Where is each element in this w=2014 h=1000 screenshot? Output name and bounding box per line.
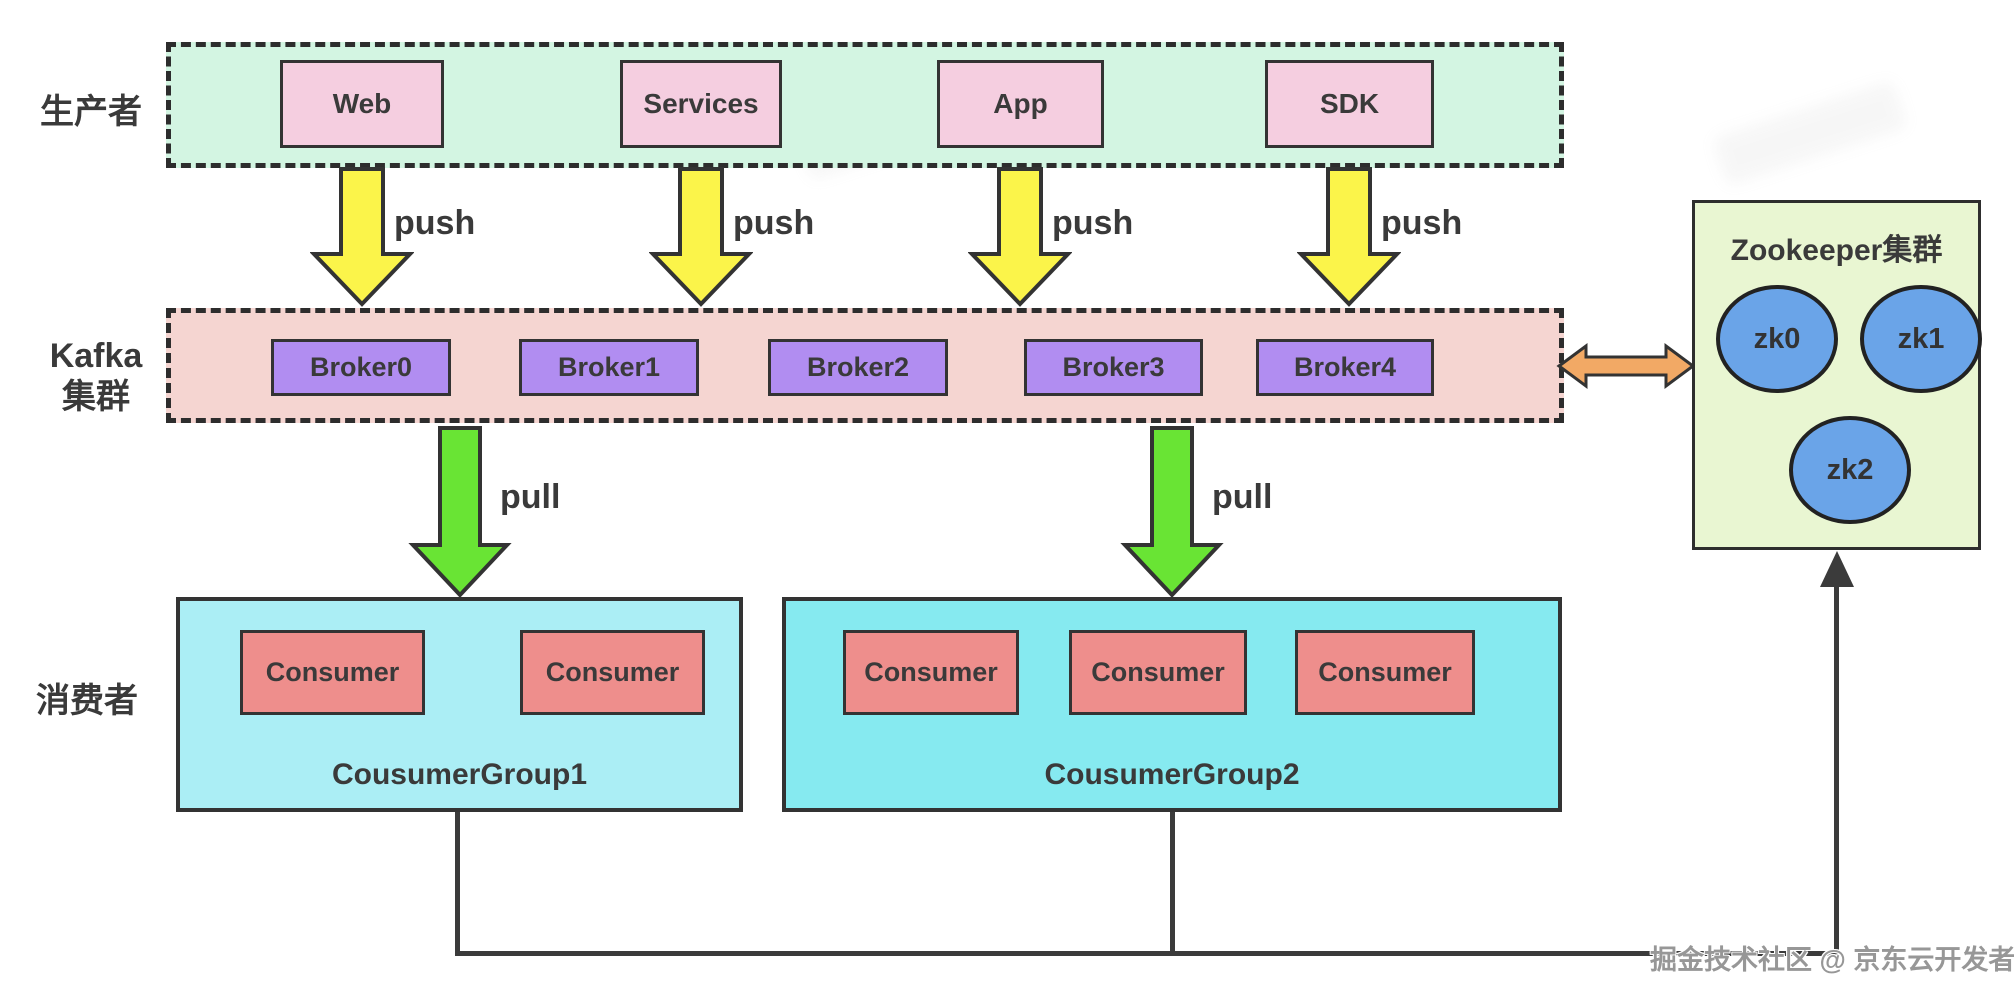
group1-connector-line: [455, 812, 460, 954]
push-label: push: [1052, 204, 1134, 242]
zookeeper-cluster-title: Zookeeper集群: [1730, 234, 1943, 267]
site-watermark: 掘金技术社区 @ 京东云开发者: [1650, 945, 2014, 975]
producer-node-app: App: [937, 60, 1104, 148]
consumers-row-label: 消费者: [36, 682, 138, 720]
consumer-group-2-label: CousumerGroup2: [1044, 758, 1300, 791]
push-label: push: [394, 204, 476, 242]
up-arrowhead-icon: [1820, 551, 1854, 587]
zookeeper-cluster-container: Zookeeper集群 zk0 zk1 zk2: [1692, 200, 1982, 550]
push-arrow-icon: [1297, 167, 1401, 307]
broker-node-1: Broker1: [519, 339, 699, 396]
consumer-node: Consumer: [1069, 630, 1247, 715]
consumer-node: Consumer: [240, 630, 425, 715]
push-arrow-icon: [968, 167, 1072, 307]
producer-node-sdk: SDK: [1265, 60, 1434, 148]
push-arrow-icon: [310, 167, 414, 307]
broker-node-2: Broker2: [768, 339, 948, 396]
broker-node-0: Broker0: [271, 339, 451, 396]
push-arrow-icon: [649, 167, 753, 307]
consumer-group-1-label: CousumerGroup1: [331, 758, 588, 791]
zookeeper-node-zk0: zk0: [1716, 285, 1838, 393]
pull-label: pull: [1212, 478, 1273, 516]
consumer-node: Consumer: [843, 630, 1019, 715]
producers-row-label: 生产者: [40, 93, 142, 131]
zookeeper-connector-line: [1834, 585, 1839, 956]
pull-label: pull: [500, 478, 561, 516]
faint-watermark-streak: [1711, 79, 1909, 187]
zookeeper-node-zk1: zk1: [1860, 285, 1982, 393]
bottom-connector-line: [455, 951, 1839, 956]
producer-node-web: Web: [280, 60, 444, 148]
broker-node-3: Broker3: [1024, 339, 1203, 396]
group2-connector-line: [1170, 812, 1175, 954]
push-label: push: [733, 204, 815, 242]
kafka-row-label-line1: Kafka: [49, 337, 143, 375]
zookeeper-node-zk2: zk2: [1789, 416, 1911, 524]
kafka-row-label: Kafka 集群: [40, 336, 152, 418]
kafka-zookeeper-sync-arrow-icon: [1556, 343, 1696, 389]
consumer-node: Consumer: [520, 630, 705, 715]
producer-node-services: Services: [620, 60, 782, 148]
pull-arrow-icon: [1120, 426, 1224, 598]
consumer-node: Consumer: [1295, 630, 1475, 715]
kafka-row-label-line2: 集群: [62, 377, 130, 416]
broker-node-4: Broker4: [1256, 339, 1434, 396]
push-label: push: [1381, 204, 1463, 242]
pull-arrow-icon: [408, 426, 512, 598]
